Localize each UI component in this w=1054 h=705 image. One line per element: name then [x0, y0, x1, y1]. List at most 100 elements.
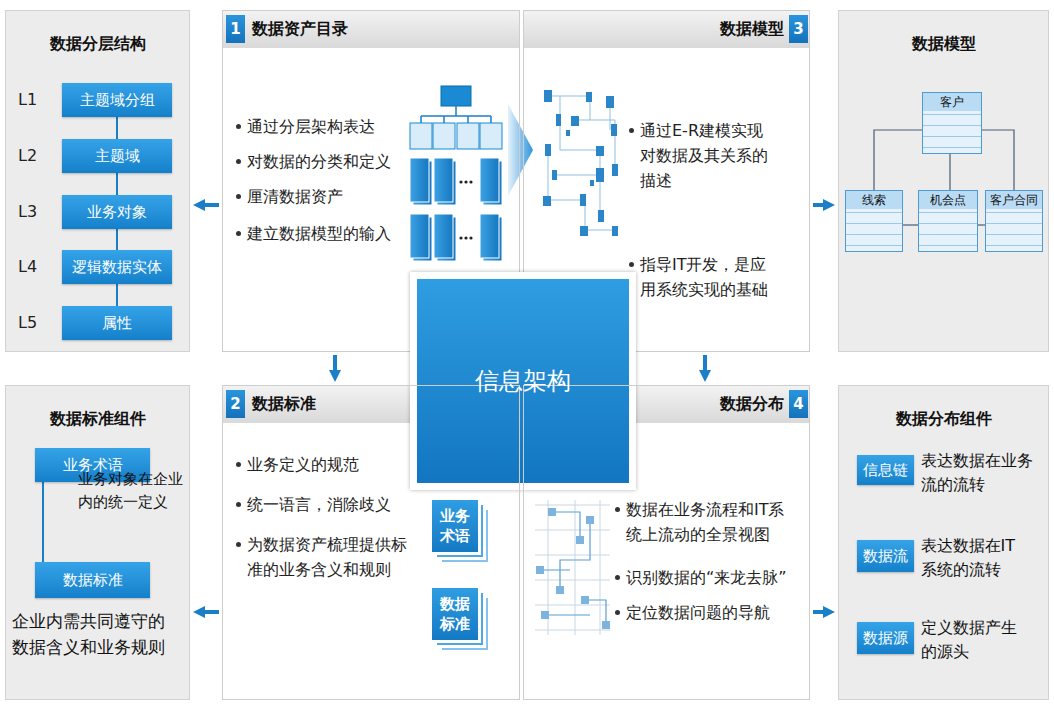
description-text: 表达数据在业务流的流转: [921, 449, 1037, 497]
panel-title: 数据模型: [838, 33, 1049, 55]
catalog-tree-icon: [469, 180, 472, 183]
level-label: L5: [18, 312, 52, 334]
level-box: L2主题域: [62, 139, 172, 173]
data-flow-thumbnail: [540, 512, 606, 625]
catalog-tree-icon: [469, 236, 472, 239]
er-model-thumbnail: [606, 96, 614, 108]
entity-box: 线索: [845, 190, 903, 252]
box-label: 信息链: [863, 459, 908, 481]
flow-arrow: [333, 355, 337, 376]
er-model-thumbnail: [596, 168, 604, 182]
catalog-tree-icon: [410, 86, 502, 261]
relation-line: [949, 154, 950, 190]
data-flow-thumbnail: [536, 566, 544, 574]
component-panel: 客户线索机会点客户合同数据模型: [838, 10, 1049, 352]
panel-heading: 数据标准: [252, 393, 452, 415]
box-label: 数据标准: [63, 569, 123, 591]
grey-panel-ground: [838, 10, 1049, 352]
entity-label: 客户: [923, 95, 981, 109]
relation-line: [978, 224, 985, 225]
catalog-tree-icon: [459, 236, 462, 239]
component-box: 信息链表达数据在业务流的流转: [857, 455, 914, 485]
bullet-dot: [236, 124, 241, 129]
bullet-dot: [615, 507, 620, 512]
bullet-dot: [236, 462, 241, 467]
entity-label: 客户合同: [986, 193, 1042, 207]
catalog-tree-icon: [480, 123, 502, 149]
bullet-text: 为数据资产梳理提供标准的业务含义和规则: [247, 532, 412, 582]
catalog-tree-icon: [410, 123, 502, 149]
er-model-thumbnail: [580, 226, 588, 236]
panel-title: 数据分层结构: [5, 33, 190, 55]
bullet-dot: [236, 194, 241, 199]
data-flow-thumbnail: [586, 516, 594, 524]
level-link: [116, 284, 118, 306]
level-link: [116, 173, 118, 195]
level-label: L4: [18, 256, 52, 278]
level-box: L1主题域分组: [62, 83, 172, 117]
data-flow-thumbnail: [581, 596, 589, 604]
number-badge: 3: [789, 15, 808, 43]
panel-heading: 数据分布: [670, 393, 784, 415]
data-flow-thumbnail: [535, 500, 610, 635]
level-box: L4逻辑数据实体: [62, 250, 172, 284]
data-flow-thumbnail: [541, 611, 549, 619]
entity-box: 客户: [922, 92, 982, 154]
section-panel: 2 业务 术语数据 标准 数据标准业务定义的规范统一语言，消除歧义为数据资产梳理提供…: [222, 385, 520, 700]
catalog-tree-icon: [434, 158, 453, 202]
catalog-tree-icon: [459, 180, 472, 239]
grey-panel-ground: [5, 10, 1049, 700]
box-label: 逻辑数据实体: [72, 256, 162, 278]
data-flow-thumbnail: [602, 621, 610, 629]
level-label: L2: [18, 145, 52, 167]
bullet-dot: [236, 542, 241, 547]
panel-heading: 数据模型: [670, 18, 784, 40]
box-label: 数据流: [863, 545, 908, 567]
entity-label: 线索: [846, 193, 902, 207]
box-label: 2: [230, 393, 240, 415]
relation-line: [982, 130, 1014, 190]
catalog-tree-icon: [434, 214, 453, 258]
er-model-thumbnail: [590, 180, 594, 186]
flow-arrow: [813, 203, 829, 207]
bullet-text: 通过分层架构表达: [247, 114, 412, 139]
flow-arrow: [813, 610, 829, 614]
bullet-dot: [629, 128, 634, 133]
level-label: L3: [18, 201, 52, 223]
section-panel: 4数据分布数据在业务流程和IT系统上流动的全景视图识别数据的“来龙去脉”定位数据…: [523, 385, 810, 700]
er-model-thumbnail: [596, 146, 604, 156]
catalog-tree-icon: [464, 180, 467, 183]
card-stack: 数据 标准: [432, 588, 478, 640]
panel-heading: 数据资产目录: [252, 18, 452, 40]
box-label: 数据 标准: [437, 594, 473, 634]
er-model-thumbnail: [580, 194, 586, 206]
bullet-text: 通过E-R建模实现对数据及其关系的描述: [640, 118, 774, 193]
box-label: 属性: [102, 312, 132, 334]
level-label: L1: [18, 89, 52, 111]
catalog-tree-icon: [457, 123, 479, 149]
level-link: [116, 117, 118, 139]
description-text: 业务对象在企业内的统一定义: [78, 468, 188, 514]
bullet-text: 对数据的分类和定义: [247, 149, 412, 174]
flow-chevron: [508, 104, 533, 196]
bullet-text: 业务定义的规范: [247, 452, 412, 477]
box-label: 业务 术语: [437, 506, 473, 546]
bullet-dot: [615, 610, 620, 615]
number-badge: 4: [789, 390, 808, 418]
bullet-text: 统一语言，消除歧义: [247, 492, 412, 517]
box-label: 主题域: [95, 145, 140, 167]
relation-line: [874, 130, 922, 190]
box-label: 1: [230, 18, 240, 40]
catalog-tree-icon: [459, 180, 462, 183]
catalog-tree-icon: [480, 214, 499, 258]
catalog-tree-icon: [421, 106, 491, 123]
component-box: 数据流表达数据在IT系统的流转: [857, 540, 914, 572]
component-box: 数据标准企业内需共同遵守的数据含义和业务规则: [35, 562, 150, 598]
box-label: 业务对象: [87, 201, 147, 223]
bullet-dot: [629, 262, 634, 267]
er-model-thumbnail: [598, 210, 604, 222]
component-panel: 业务术语业务对象在企业内的统一定义数据标准企业内需共同遵守的数据含义和业务规则数…: [5, 385, 190, 700]
er-model-thumbnail: [543, 90, 618, 236]
er-model-thumbnail: [556, 114, 561, 126]
